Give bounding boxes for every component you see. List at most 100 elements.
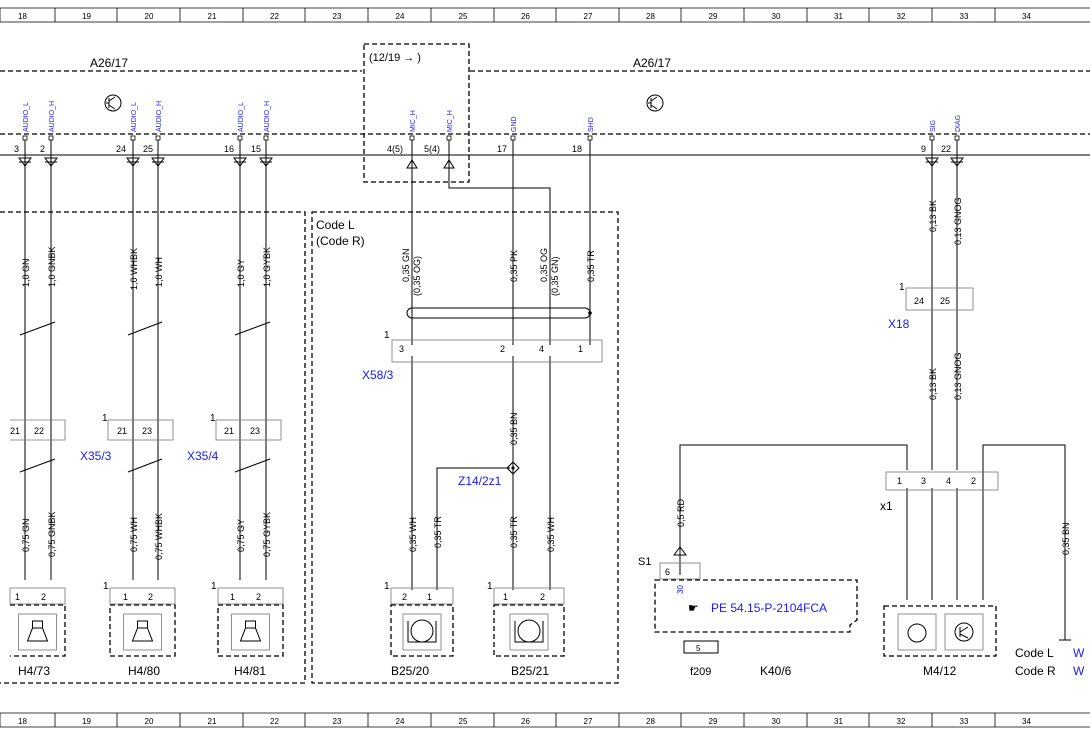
motor-icon [907, 623, 927, 643]
grid-column-label: 31 [834, 717, 843, 726]
grid-column-label: 31 [834, 12, 843, 21]
component-pin-number: 1 [503, 592, 508, 602]
hand-pointer-icon: ☛ [688, 601, 699, 615]
grid-column-label: 29 [709, 717, 718, 726]
pin-21: 21 [224, 426, 234, 436]
component-pin1-mark: 1 [103, 581, 109, 592]
s1-connector [659, 562, 701, 580]
wire-color-label: 0,35 WH [408, 517, 418, 552]
component-pin-number: 1 [123, 592, 128, 602]
connector-x1: 1 3 4 2 [885, 471, 999, 491]
component-symbol-box [402, 613, 442, 651]
wire-color-label: 1,0 WH [154, 257, 164, 287]
pin-signal-label: AUDIO_L [131, 102, 138, 132]
pin-stub [446, 135, 452, 141]
transistor-symbol-box [944, 613, 984, 651]
x58-pin-3: 3 [399, 344, 404, 354]
component-connector [109, 587, 176, 605]
pin-23: 23 [142, 426, 152, 436]
grid-column-label: 33 [960, 717, 969, 726]
splice-dot [511, 466, 515, 470]
pin-stub [929, 135, 935, 141]
connector-x35-left [10, 419, 66, 441]
x58-pin-1: 1 [578, 344, 583, 354]
pin-audio_h-15: AUDIO_H15 [251, 101, 273, 168]
pin-number: 24 [116, 144, 126, 154]
component-pin-number: 2 [41, 592, 46, 602]
component-label: H4/80 [128, 664, 160, 678]
grid-column-label: 26 [521, 717, 530, 726]
connector-x35-4: 1 [210, 413, 282, 441]
pin-signal-label: SIG [930, 120, 937, 132]
pin-arrow-icon [18, 157, 32, 167]
pin-stub [22, 135, 28, 141]
pin-stub [130, 135, 136, 141]
wire-color-label: 0,75 GY [236, 519, 246, 552]
module-label-a26-right: A26/17 [633, 56, 671, 70]
legend-code-r: Code R [1015, 664, 1056, 678]
pin-stub [48, 135, 54, 141]
x18-pin1-mark: 1 [899, 282, 905, 293]
grid-column-label: 24 [396, 12, 405, 21]
splice-diamond-icon [506, 461, 520, 475]
component-pin1-mark: 1 [487, 581, 493, 592]
pe-reference-link[interactable]: PE 54.15-P-2104FCA [711, 601, 827, 615]
pin-stub [263, 135, 269, 141]
component-connector [390, 587, 454, 605]
component-label: H4/73 [18, 664, 50, 678]
wire-color-label: 1,0 GYBK [262, 247, 272, 287]
fuse-label-f209: f209 [690, 666, 711, 678]
grid-column-label: 23 [333, 12, 342, 21]
pin-signal-label: SHD [588, 117, 595, 132]
speaker-icon [131, 620, 154, 642]
pin-number: 5(4) [424, 144, 440, 154]
grid-column-label: 34 [1022, 717, 1031, 726]
grid-column-label: 25 [459, 717, 468, 726]
microphone-icon [410, 619, 434, 643]
x35-3-pin1-mark: 1 [102, 413, 108, 424]
pin-number: 22 [941, 144, 951, 154]
code-label-l: Code L [316, 218, 355, 232]
pin-signal-label: AUDIO_H [156, 101, 163, 132]
grid-column-label: 32 [897, 717, 906, 726]
component-symbol-box [231, 613, 270, 651]
wire-color-label: 0,35 TR [586, 250, 596, 282]
pin-21: 21 [10, 426, 20, 436]
component-label-k40-6: K40/6 [760, 664, 792, 678]
wire-color-label: 1,0 WHBK [129, 248, 139, 290]
grid-column-label: 29 [709, 12, 718, 21]
pin-number: 17 [497, 144, 507, 154]
component-pin-number: 1 [15, 592, 20, 602]
x1-pin-3: 3 [921, 476, 926, 486]
speaker-area-box [0, 211, 306, 684]
component-label: B25/20 [391, 664, 429, 678]
legend-code-l-value: W [1073, 646, 1085, 660]
pin-audio_l-16: AUDIO_L16 [224, 102, 247, 168]
wire-color-label: 0,35 TR [509, 516, 519, 548]
grid-column-label: 21 [208, 12, 217, 21]
connector-label-x35-3: X35/3 [80, 449, 112, 463]
connector-label-x58-3: X58/3 [362, 368, 394, 382]
x18-pin-25: 25 [940, 296, 950, 306]
component-pin-number: 2 [402, 592, 407, 602]
wire-color-label: 0,13 GNOG [953, 197, 963, 245]
shield-junction [588, 311, 592, 315]
pin-signal-label: DIAG [955, 115, 962, 132]
wire-color-label: 0,75 GYBK [262, 512, 272, 557]
grid-column-label: 22 [270, 717, 279, 726]
connector-x35-3: 1 [102, 413, 174, 441]
fuse-f209 [683, 640, 719, 654]
pe-link[interactable]: ☛ PE 54.15-P-2104FCA [688, 601, 827, 615]
grid-ruler-top [0, 7, 1090, 23]
x1-pin-2: 2 [971, 476, 976, 486]
grid-column-label: 22 [270, 12, 279, 21]
pin-audio_h-2: AUDIO_H2 [40, 101, 58, 168]
wire-color-label: 0,75 GNBK [47, 511, 57, 557]
speaker-icon [26, 620, 49, 642]
relay-box-k40 [654, 579, 858, 633]
component-pin-number: 1 [427, 592, 432, 602]
grid-column-label: 28 [646, 717, 655, 726]
